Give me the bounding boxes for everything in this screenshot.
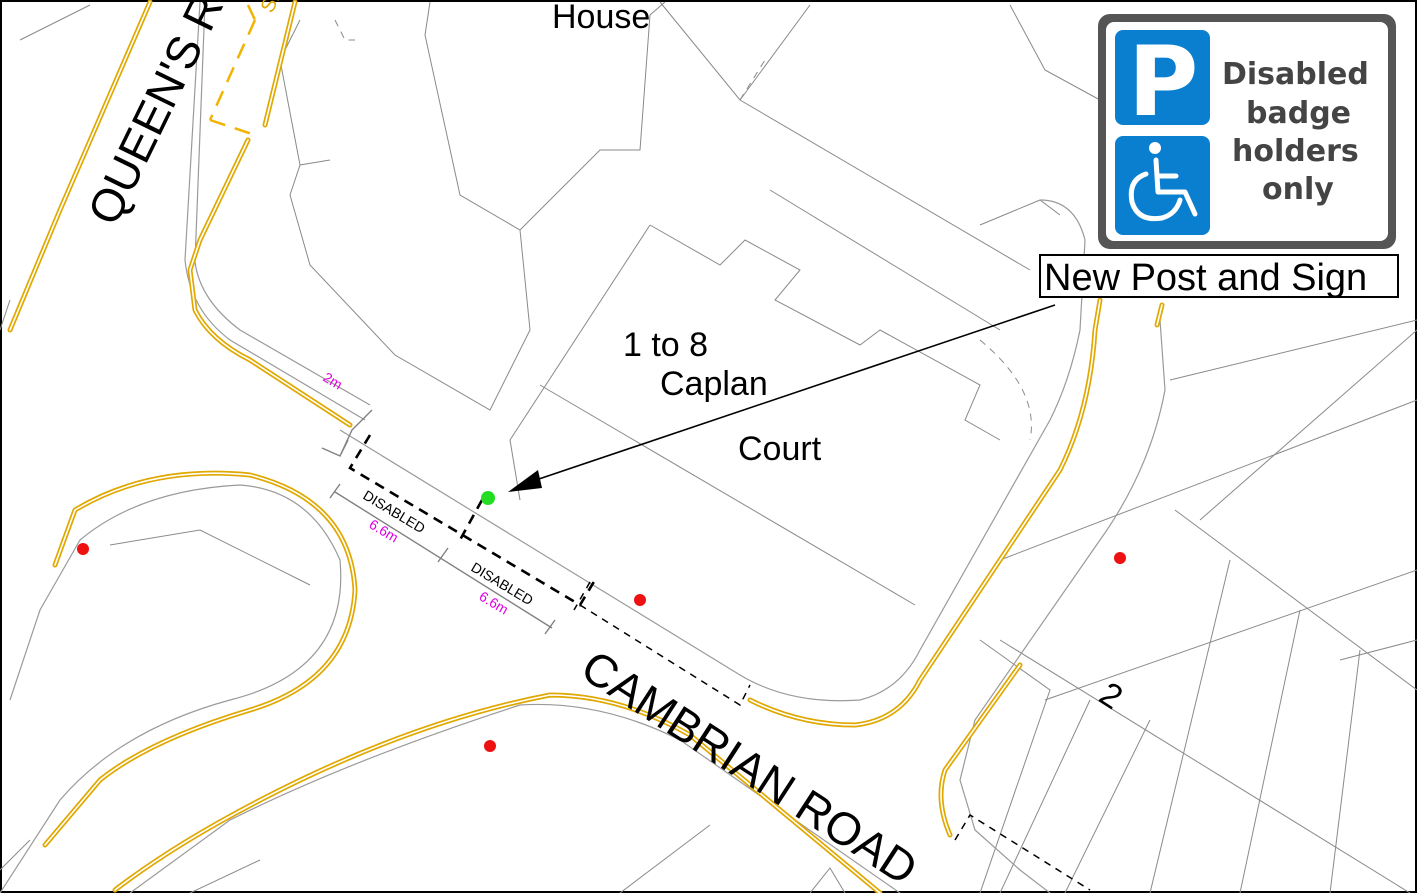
disabled-bays <box>321 409 1091 891</box>
existing-post-marker[interactable] <box>484 740 496 752</box>
sign-text-line-2: badge <box>1246 96 1351 131</box>
existing-post-marker[interactable] <box>634 594 646 606</box>
new-post-marker[interactable] <box>481 491 495 505</box>
parking-sign: P Disabled badge holders only <box>1098 14 1396 249</box>
callout-arrow <box>508 304 1056 492</box>
caplan-court-line-3: Court <box>738 430 822 468</box>
caplan-court-line-1: 1 to 8 <box>623 326 708 364</box>
parking-panel <box>1115 30 1210 125</box>
caplan-court-line-2: Caplan <box>660 365 768 403</box>
wheelchair-icon <box>1128 142 1198 222</box>
existing-post-marker[interactable] <box>1114 552 1126 564</box>
kerb-lines <box>0 1 1166 893</box>
callout-text: New Post and Sign <box>1044 257 1367 299</box>
callout-box: New Post and Sign <box>1039 254 1399 299</box>
sign-text-line-3: holders <box>1232 134 1359 169</box>
existing-post-marker[interactable] <box>77 543 89 555</box>
sign-text-line-4: only <box>1262 172 1334 207</box>
parking-letter: P <box>1128 26 1198 138</box>
house-label: House <box>552 0 650 36</box>
post-markers <box>77 491 1126 752</box>
sign-text-line-1: Disabled <box>1222 57 1369 92</box>
yellow-lines <box>7 0 1165 893</box>
